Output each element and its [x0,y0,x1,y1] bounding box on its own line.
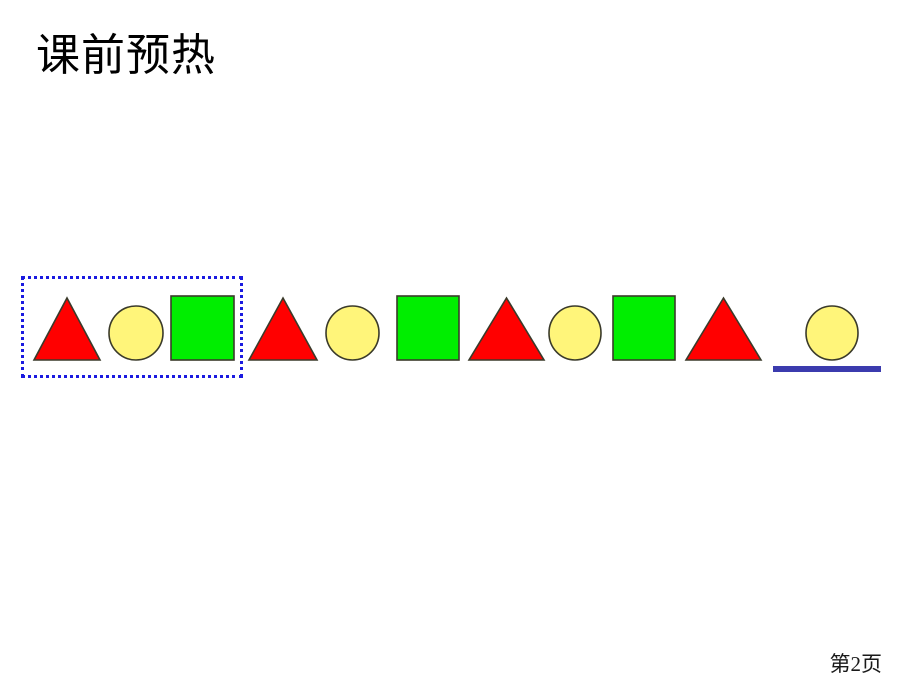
pattern-shape-square [170,295,235,361]
page-number-footer: 第2页 [829,652,883,676]
pattern-shape-circle [805,305,859,361]
pattern-unit-highlight-box [21,276,243,378]
pattern-shape-square [612,295,676,361]
pattern-shape-circle [108,305,164,361]
square-glyph [396,295,460,361]
circle-glyph [548,305,602,361]
shape-pattern-strip [0,260,920,390]
triangle-glyph [32,296,102,361]
circle-glyph [108,305,164,361]
answer-blank-line[interactable] [773,366,881,372]
triangle-glyph [247,296,319,361]
pattern-shape-triangle [467,296,546,361]
square-glyph [612,295,676,361]
circle-glyph [325,305,380,361]
pattern-shape-circle [548,305,602,361]
triangle-glyph [467,296,546,361]
pattern-shape-triangle [32,296,102,361]
page-title: 课前预热 [36,31,216,80]
circle-glyph [805,305,859,361]
pattern-shape-circle [325,305,380,361]
pattern-shape-triangle [247,296,319,361]
triangle-glyph [684,296,763,361]
pattern-shape-square [396,295,460,361]
square-glyph [170,295,235,361]
pattern-shape-triangle [684,296,763,361]
